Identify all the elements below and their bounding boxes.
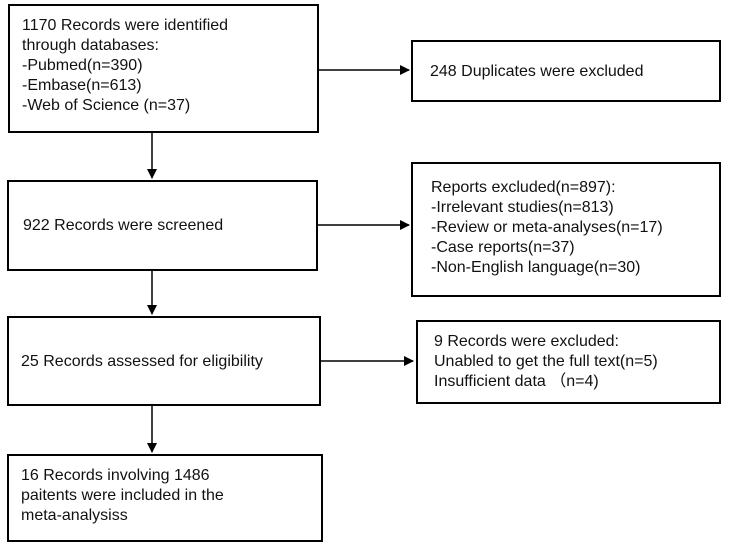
reports-excluded-line: -Case reports(n=37) — [431, 239, 575, 256]
included-box: 16 Records involving 1486 paitents were … — [7, 454, 323, 542]
identification-box: 1170 Records were identified through dat… — [8, 4, 319, 133]
eligibility-box: 25 Records assessed for eligibility — [7, 316, 321, 406]
included-line: paitents were included in the — [21, 487, 224, 504]
eligibility-text: 25 Records assessed for eligibility — [21, 353, 263, 370]
excluded-full-text-line: Insufficient data （n=4) — [434, 373, 599, 390]
identification-line: -Embase(n=613) — [22, 77, 142, 94]
reports-excluded-box: Reports excluded(n=897): -Irrelevant stu… — [411, 162, 721, 297]
reports-excluded-line: -Non-English language(n=30) — [431, 259, 641, 276]
included-line: 16 Records involving 1486 — [21, 467, 210, 484]
excluded-full-text-box: 9 Records were excluded: Unabled to get … — [416, 320, 721, 404]
duplicates-text: 248 Duplicates were excluded — [430, 63, 644, 80]
excluded-full-text-line: Unabled to get the full text(n=5) — [434, 353, 658, 370]
excluded-full-text-line: 9 Records were excluded: — [434, 333, 619, 350]
duplicates-box: 248 Duplicates were excluded — [411, 40, 721, 102]
identification-line: 1170 Records were identified — [22, 17, 229, 34]
screened-box: 922 Records were screened — [7, 180, 318, 271]
identification-line: through databases: — [22, 37, 159, 54]
identification-line: -Pubmed(n=390) — [22, 57, 143, 74]
included-line: meta-analysiss — [21, 507, 128, 524]
reports-excluded-line: -Review or meta-analyses(n=17) — [431, 219, 663, 236]
reports-excluded-line: -Irrelevant studies(n=813) — [431, 199, 614, 216]
identification-line: -Web of Science (n=37) — [22, 97, 191, 114]
reports-excluded-line: Reports excluded(n=897): — [431, 179, 616, 196]
screened-text: 922 Records were screened — [23, 217, 224, 234]
